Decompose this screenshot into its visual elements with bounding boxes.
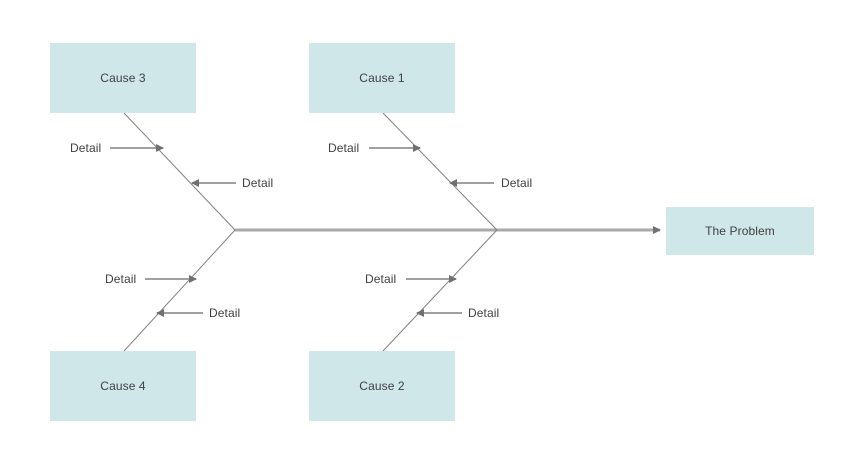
cause-label-cause-3: Cause 3 — [100, 71, 146, 85]
detail-label-c1-b[interactable]: Detail — [501, 176, 533, 190]
detail-label-c2-a[interactable]: Detail — [365, 272, 397, 286]
detail-label-c3-a[interactable]: Detail — [70, 141, 102, 155]
bone-line-cause-2 — [382, 229, 498, 352]
detail-label-c2-b[interactable]: Detail — [468, 306, 500, 320]
cause-box-cause-3[interactable]: Cause 3 — [50, 43, 196, 113]
problem-label: The Problem — [705, 224, 775, 238]
detail-label-c1-a[interactable]: Detail — [328, 141, 360, 155]
detail-label-c4-b[interactable]: Detail — [209, 306, 241, 320]
cause-label-cause-1: Cause 1 — [359, 71, 405, 85]
cause-box-cause-2[interactable]: Cause 2 — [309, 351, 455, 421]
detail-label-c4-a[interactable]: Detail — [105, 272, 137, 286]
detail-label-c3-b[interactable]: Detail — [242, 176, 274, 190]
cause-label-cause-2: Cause 2 — [359, 379, 405, 393]
problem-box[interactable]: The Problem — [666, 207, 814, 255]
cause-box-cause-4[interactable]: Cause 4 — [50, 351, 196, 421]
cause-box-cause-1[interactable]: Cause 1 — [309, 43, 455, 113]
bone-line-cause-4 — [123, 229, 236, 352]
cause-label-cause-4: Cause 4 — [100, 379, 146, 393]
bone-line-cause-3 — [123, 112, 236, 231]
bone-line-cause-1 — [382, 112, 498, 231]
